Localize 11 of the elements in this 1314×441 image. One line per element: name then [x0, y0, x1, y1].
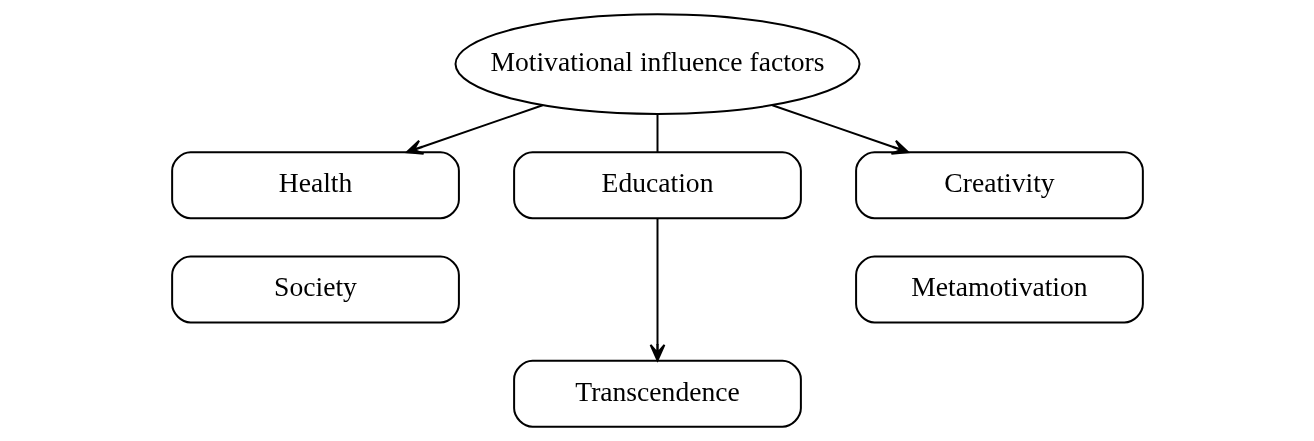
node-box: Society [170, 255, 460, 324]
node-ellipse: Motivational influence factors [454, 13, 860, 115]
node-box: Metamotivation [854, 255, 1144, 324]
node-box: Transcendence [512, 359, 802, 428]
arrow [649, 217, 665, 362]
connector [656, 113, 658, 153]
arrow [405, 104, 544, 155]
node-box: Education [512, 151, 802, 220]
node-box: Health [170, 151, 460, 220]
node-box: Creativity [854, 151, 1144, 220]
arrow [770, 104, 909, 155]
